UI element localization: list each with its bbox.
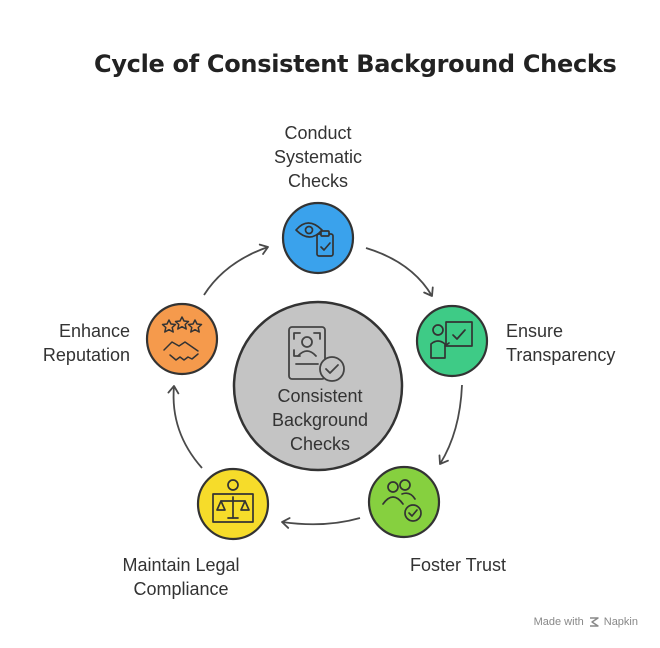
center-label-line: Background <box>271 410 369 430</box>
node-enhance-reputation <box>145 302 219 376</box>
scales-of-justice-icon <box>212 479 254 523</box>
step-label-line: Compliance <box>133 579 229 599</box>
step-label-ensure-transparency: Ensure Transparency <box>506 319 615 367</box>
center-label-line: Checks <box>289 434 351 454</box>
step-label-line: Reputation <box>42 345 130 365</box>
step-label-line: Conduct <box>284 123 352 143</box>
arrow-trust-to-compliance <box>281 517 361 529</box>
step-label-line: Ensure <box>506 321 564 341</box>
center-label-line: Consistent <box>277 386 363 406</box>
step-label-line: Enhance <box>58 321 130 341</box>
profile-document-check-icon <box>288 326 345 382</box>
people-check-icon <box>382 479 422 522</box>
napkin-logo-icon <box>589 617 599 627</box>
step-label-line: Systematic <box>273 147 363 167</box>
center-label: Consistent Background Checks <box>238 384 402 456</box>
page-title: Cycle of Consistent Background Checks <box>94 50 617 78</box>
node-maintain-legal-compliance <box>196 467 270 541</box>
step-label-maintain-legal-compliance: Maintain Legal Compliance <box>96 553 266 601</box>
arrow-reputation-to-conduct <box>203 243 269 296</box>
brand-name: Napkin <box>603 616 638 628</box>
made-with-text: Made with <box>533 616 584 628</box>
node-conduct-systematic-checks <box>281 201 355 275</box>
step-label-enhance-reputation: Enhance Reputation <box>43 319 130 367</box>
node-ensure-transparency <box>415 304 489 378</box>
arrow-transparency-to-trust <box>438 384 463 465</box>
stars-handshake-icon <box>161 316 203 361</box>
step-label-line: Checks <box>287 171 349 191</box>
step-label-line: Maintain Legal <box>122 555 240 575</box>
step-label-line: Foster Trust <box>409 555 507 575</box>
arrow-compliance-to-reputation <box>167 385 203 469</box>
eye-clipboard-check-icon <box>295 222 334 257</box>
center-node <box>232 300 404 472</box>
step-label-conduct-systematic-checks: Conduct Systematic Checks <box>260 121 376 193</box>
step-label-line: Transparency <box>506 345 616 365</box>
presenter-board-check-icon <box>430 321 473 359</box>
node-foster-trust <box>367 465 441 539</box>
arrow-conduct-to-transparency <box>365 247 434 297</box>
footer-attribution: Made with Napkin <box>534 616 638 628</box>
step-label-foster-trust: Foster Trust <box>390 553 526 577</box>
